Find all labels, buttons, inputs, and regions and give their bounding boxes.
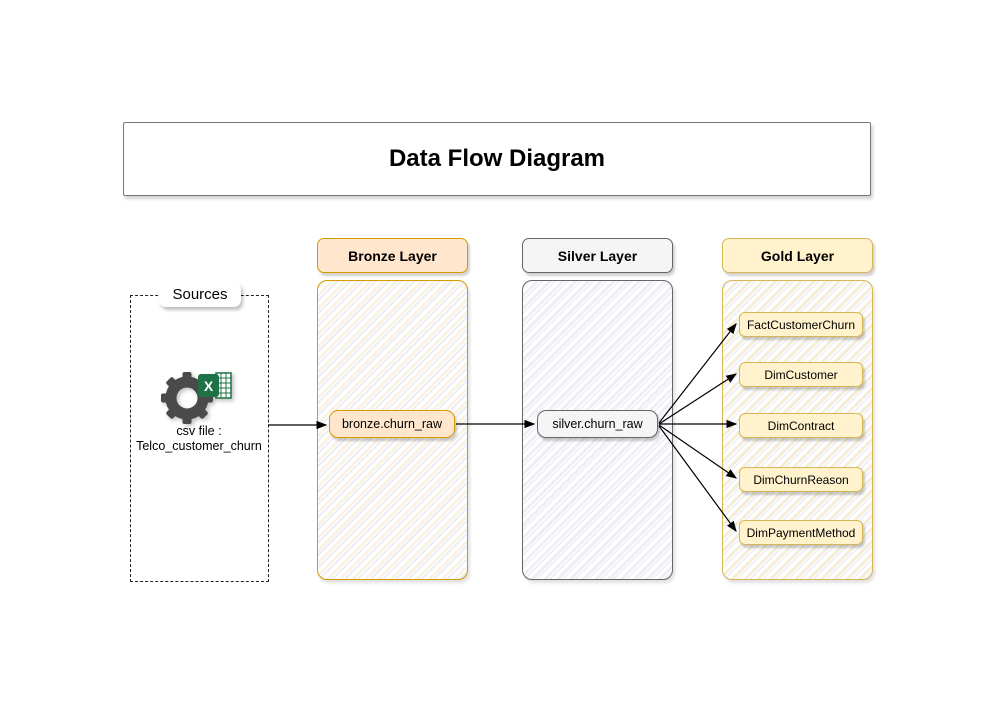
diagram-title: Data Flow Diagram [388, 145, 606, 172]
node-dim-churn-reason-label: DimChurnReason [753, 472, 849, 487]
node-dim-churn-reason[interactable]: DimChurnReason [739, 467, 863, 492]
sources-label-text: Sources [172, 286, 228, 303]
source-caption-line1: csv file : [176, 424, 222, 438]
node-fact-customer-churn-label: FactCustomerChurn [746, 317, 856, 332]
node-dim-contract[interactable]: DimContract [739, 413, 863, 438]
node-dim-contract-label: DimContract [767, 418, 835, 433]
sources-group-label[interactable]: Sources [159, 282, 241, 307]
gold-layer-label: Gold Layer [760, 247, 835, 264]
silver-layer-header[interactable]: Silver Layer [522, 238, 673, 273]
source-caption-line2: Telco_customer_churn [136, 439, 262, 453]
node-bronze-churn-raw[interactable]: bronze.churn_raw [329, 410, 455, 438]
diagram-title-box[interactable]: Data Flow Diagram [123, 122, 871, 196]
node-silver-churn-raw[interactable]: silver.churn_raw [537, 410, 658, 438]
node-dim-payment-method-label: DimPaymentMethod [746, 525, 856, 540]
node-dim-payment-method[interactable]: DimPaymentMethod [739, 520, 863, 545]
svg-text:X: X [204, 378, 214, 394]
sources-group-box[interactable] [130, 295, 269, 582]
node-dim-customer[interactable]: DimCustomer [739, 362, 863, 387]
excel-x-glyph: X [198, 374, 219, 397]
excel-gear-icon: X [161, 372, 232, 424]
node-fact-customer-churn[interactable]: FactCustomerChurn [739, 312, 863, 337]
source-caption: csv file : Telco_customer_churn [128, 424, 270, 454]
gold-layer-header[interactable]: Gold Layer [722, 238, 873, 273]
node-silver-churn-raw-label: silver.churn_raw [552, 417, 643, 431]
bronze-layer-label: Bronze Layer [348, 247, 437, 264]
bronze-layer-header[interactable]: Bronze Layer [317, 238, 468, 273]
node-dim-customer-label: DimCustomer [764, 367, 838, 382]
node-bronze-churn-raw-label: bronze.churn_raw [341, 417, 443, 431]
silver-layer-label: Silver Layer [557, 247, 638, 264]
